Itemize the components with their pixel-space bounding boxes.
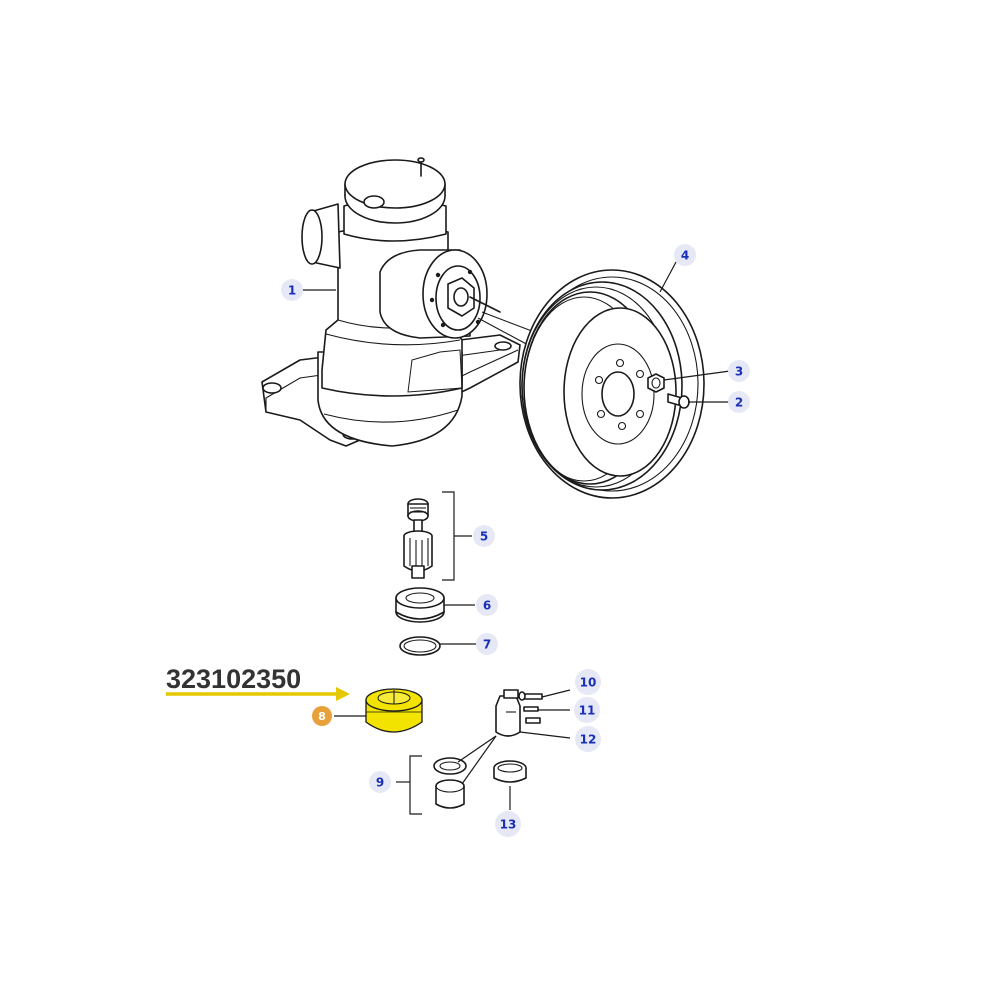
seal-ring-set[interactable] — [433, 757, 467, 809]
svg-text:10: 10 — [580, 676, 597, 690]
svg-text:6: 6 — [483, 599, 491, 613]
svg-text:2: 2 — [735, 396, 743, 410]
bearing[interactable] — [395, 587, 445, 623]
callout-12[interactable]: 12 — [575, 726, 601, 752]
shaft-assembly[interactable] — [403, 498, 433, 579]
bracket-assembly[interactable] — [495, 689, 521, 737]
callout-6[interactable]: 6 — [476, 594, 498, 616]
svg-text:13: 13 — [500, 818, 517, 832]
svg-text:3: 3 — [735, 365, 743, 379]
bolt-12[interactable] — [525, 717, 541, 724]
callout-9[interactable]: 9 — [369, 771, 391, 793]
pulley-nut[interactable] — [647, 373, 665, 393]
sleeve[interactable] — [493, 760, 527, 783]
mechanical-seal-highlighted[interactable] — [365, 688, 423, 733]
pump-housing[interactable] — [261, 157, 521, 447]
svg-text:7: 7 — [483, 638, 491, 652]
callout-13[interactable]: 13 — [495, 811, 521, 837]
pulley[interactable] — [519, 269, 705, 499]
leader-lines — [303, 261, 731, 810]
callout-5[interactable]: 5 — [473, 525, 495, 547]
part-number-indicator: 323102350 — [166, 664, 350, 701]
bolt-11[interactable] — [523, 706, 539, 712]
callout-7[interactable]: 7 — [476, 633, 498, 655]
svg-text:4: 4 — [681, 249, 689, 263]
callout-8[interactable]: 8 — [312, 706, 332, 726]
svg-text:9: 9 — [376, 776, 384, 790]
svg-text:12: 12 — [580, 733, 597, 747]
svg-text:5: 5 — [480, 530, 488, 544]
pulley-bolt[interactable] — [667, 393, 690, 409]
svg-text:11: 11 — [579, 704, 596, 718]
callout-11[interactable]: 11 — [574, 697, 600, 723]
callout-10[interactable]: 10 — [575, 669, 601, 695]
highlight-part-number: 323102350 — [166, 664, 301, 694]
callout-3[interactable]: 3 — [728, 360, 750, 382]
svg-text:1: 1 — [288, 284, 296, 298]
callout-1[interactable]: 1 — [281, 279, 303, 301]
callout-2[interactable]: 2 — [728, 391, 750, 413]
snap-ring[interactable] — [399, 636, 441, 656]
bolt-10[interactable] — [518, 691, 543, 701]
arrow-right-icon — [336, 687, 350, 701]
callout-4[interactable]: 4 — [674, 244, 696, 266]
svg-text:8: 8 — [318, 710, 326, 723]
